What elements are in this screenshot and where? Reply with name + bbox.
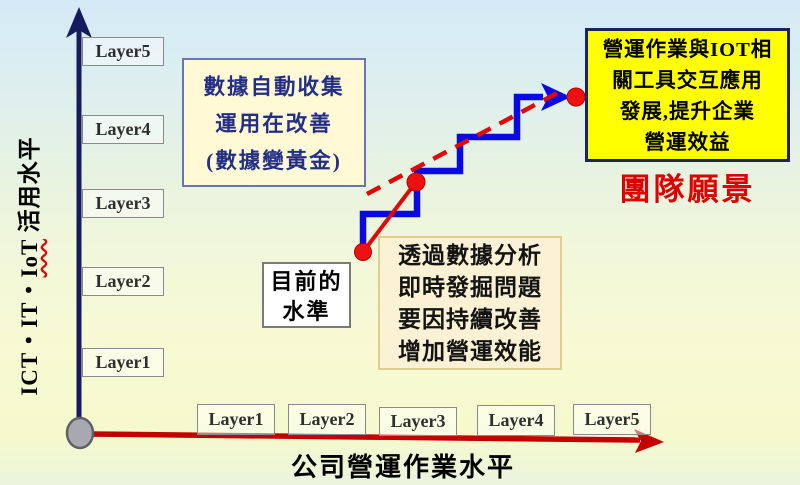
analysis-line: 即時發掘問題 [398,275,542,300]
x-layer-5: Layer5 [573,404,651,435]
vision-box: 營運作業與IOT相 關工具交互應用 發展,提升企業 營運效益 [585,28,790,162]
origin-node [65,416,95,450]
auto-collect-note: 數據自動收集 運用在改善 (數據變黃金) [182,58,366,187]
analysis-line: 增加營運效能 [398,339,542,364]
auto-collect-line: (數據變黃金) [206,149,342,173]
vision-line: 營運效益 [644,132,731,154]
x-layer-1: Layer1 [197,404,275,435]
current-level-box: 目前的 水準 [262,262,351,328]
y-layer-5: Layer5 [82,37,164,66]
point-current [354,243,372,261]
y-layer-4: Layer4 [82,115,164,144]
trend-line-dashed [365,88,565,196]
staircase-line [359,93,543,252]
trend-line-solid [361,180,418,254]
x-axis-arrow [634,429,664,453]
staircase-arrow [541,83,571,111]
auto-collect-line: 數據自動收集 [203,75,345,99]
vision-line: 發展,提升企業 [619,101,756,123]
vision-line: 關工具交互應用 [612,70,763,92]
vision-line: 營運作業與IOT相 [602,39,773,61]
y-layer-2: Layer2 [82,267,164,296]
point-mid [406,172,426,192]
x-axis-title: 公司營運作業水平 [290,453,515,482]
x-axis-line [87,431,641,443]
analysis-note: 透過數據分析 即時發掘問題 要因持續改善 增加營運效能 [378,236,562,370]
y-layer-3: Layer3 [82,189,164,218]
y-axis-arrow [66,7,92,38]
x-layer-3: Layer3 [379,407,457,436]
y-axis-title-iot: IoT [17,239,42,278]
point-goal [566,87,586,107]
vision-caption: 團隊願景 [619,172,756,207]
y-layer-1: Layer1 [82,348,164,377]
current-level-line: 水準 [282,299,331,324]
x-layer-4: Layer4 [477,405,555,436]
analysis-line: 透過數據分析 [398,243,542,268]
y-axis-title-suffix: 活用水平 [17,136,42,240]
analysis-line: 要因持續改善 [398,307,542,332]
auto-collect-line: 運用在改善 [215,112,333,136]
y-axis-title-prefix: ICT・IT・ [17,277,42,396]
x-layer-2: Layer2 [288,404,366,435]
y-axis-title: ICT・IT・IoT 活用水平 [10,96,46,436]
current-level-line: 目前的 [270,269,343,294]
